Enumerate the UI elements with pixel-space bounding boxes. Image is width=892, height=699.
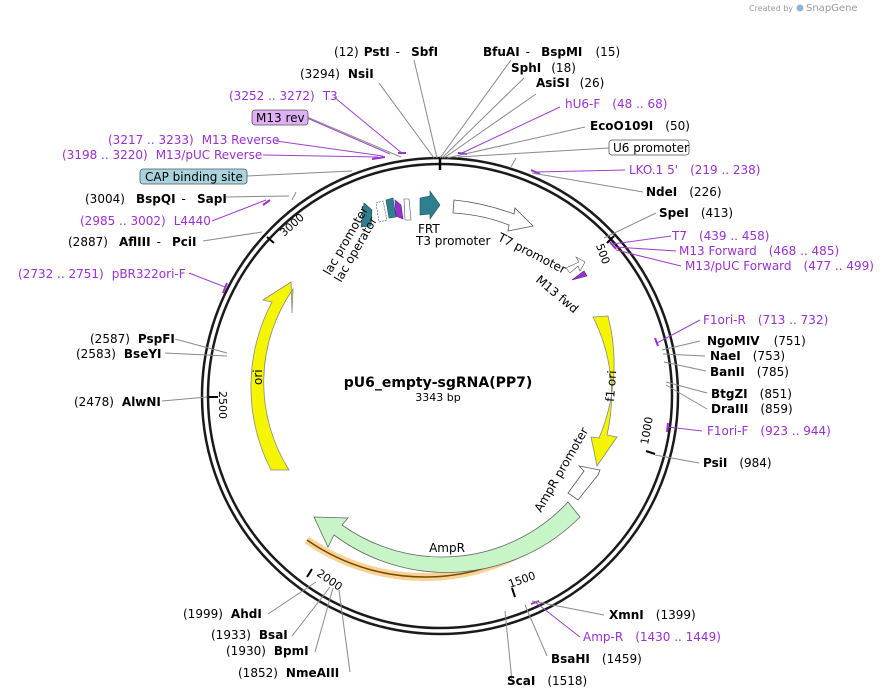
primer-lko1-5[interactable]: LKO.1 5'(219 .. 238) <box>629 163 761 177</box>
cap-binding-site-label[interactable]: CAP binding site <box>145 170 243 184</box>
primer-t3[interactable]: (3252 .. 3272)T3 <box>229 89 338 103</box>
primer-pbr322ori-f[interactable]: (2732 .. 2751)pBR322ori-F <box>18 267 186 281</box>
ori-arrow[interactable] <box>250 281 294 471</box>
plasmid-size: 3343 bp <box>415 391 460 404</box>
primer-labels: (3252 .. 3272)T3 (3217 .. 3233)M13 Rever… <box>18 89 874 644</box>
u6-promoter-box <box>608 139 690 156</box>
f1-ori-arrow[interactable] <box>590 315 618 467</box>
u6-promoter-label[interactable]: U6 promoter <box>613 141 689 155</box>
primer-hu6-f[interactable]: hU6-F(48 .. 68) <box>565 97 667 111</box>
m13-fwd-arrow[interactable] <box>571 270 588 281</box>
tick-label-2000: 2000 <box>314 567 344 594</box>
site-pstI-sbfI[interactable]: (12) PstI- SbfI <box>334 41 438 60</box>
site-aflIII-pciI[interactable]: (2887) AflIII- PciI <box>68 231 197 250</box>
cap-binding-site-box[interactable] <box>385 197 397 219</box>
primer-m13-forward[interactable]: M13 Forward(468 .. 485) <box>679 244 839 258</box>
primer-m13-puc-reverse[interactable]: (3198 .. 3220)M13/pUC Reverse <box>62 148 262 162</box>
site-speI[interactable]: SpeI(413) <box>659 206 733 220</box>
boxed-labels: M13 rev CAP binding site U6 promoter <box>139 109 690 185</box>
site-asiSI[interactable]: AsiSI(26) <box>536 76 604 90</box>
tick-1500 <box>511 587 516 598</box>
snapgene-credit: Created by SnapGene <box>749 3 858 14</box>
site-banII[interactable]: BanII(785) <box>710 365 789 379</box>
primer-f1ori-f[interactable]: F1ori-F(923 .. 944) <box>707 424 831 438</box>
tick-2000 <box>306 568 313 578</box>
site-alwNI[interactable]: (2478)AlwNI <box>74 395 161 409</box>
tick-label-3000: 3000 <box>277 211 307 239</box>
site-sphI[interactable]: SphI(18) <box>511 61 576 75</box>
tick-label-2500: 2500 <box>216 391 229 419</box>
restriction-sites: (12) PstI- SbfI BfuAI- BspMI (15) SphI(1… <box>68 41 806 688</box>
site-bsaI[interactable]: (1933)BsaI <box>211 628 288 642</box>
ampr-promoter-arrow[interactable] <box>567 465 601 501</box>
m13-rev-label[interactable]: M13 rev <box>256 111 305 125</box>
pbr322ori-f-mark <box>222 282 228 294</box>
site-btgZI[interactable]: BtgZI(851) <box>711 387 792 401</box>
t3-promoter-arrow[interactable] <box>403 198 412 221</box>
site-ngoMIV[interactable]: NgoMIV(751) <box>707 334 806 348</box>
primer-l4440[interactable]: (2985 .. 3002)L4440 <box>80 214 211 228</box>
site-bsaHI[interactable]: BsaHI(1459) <box>551 652 642 666</box>
m13-rev-box <box>251 109 309 126</box>
t7-promoter-arrow[interactable] <box>452 199 534 232</box>
site-naeI[interactable]: NaeI(753) <box>710 349 785 363</box>
site-bfuAI-bspMI[interactable]: BfuAI- BspMI (15) <box>483 41 620 60</box>
plasmid-name: pU6_empty-sgRNA(PP7) <box>344 375 533 391</box>
site-bpmI[interactable]: (1930)BpmI <box>226 644 309 658</box>
primer-f1ori-r[interactable]: F1ori-R(713 .. 732) <box>703 313 828 327</box>
tick-3000 <box>266 236 275 244</box>
credit-prefix: Created by <box>749 4 793 13</box>
site-ndeI[interactable]: NdeI(226) <box>646 185 722 199</box>
t7-promoter-label: T7 promoter <box>495 230 569 277</box>
site-xmnI[interactable]: XmnI(1399) <box>609 608 696 622</box>
f1-ori-label: f1 ori <box>603 370 619 402</box>
site-nsiI[interactable]: (3294)NsiI <box>300 67 374 81</box>
cap-binding-site-label-box <box>139 168 248 185</box>
primer-m13-puc-forward[interactable]: M13/pUC Forward(477 .. 499) <box>685 259 874 273</box>
lko1-mark <box>530 169 541 175</box>
site-bseYI[interactable]: (2583)BseYI <box>76 347 162 361</box>
t3-promoter-label: T3 promoter <box>415 234 491 248</box>
ampr-label: AmpR <box>429 541 465 555</box>
site-psiI[interactable]: PsiI(984) <box>703 456 772 470</box>
ampr-arrow[interactable] <box>313 501 581 573</box>
m13-rev-arrow[interactable] <box>394 199 404 220</box>
primer-t7[interactable]: T7(439 .. 458) <box>671 229 769 243</box>
frt-label: FRT <box>418 222 440 236</box>
primer-amp-r[interactable]: Amp-R(1430 .. 1449) <box>583 630 721 644</box>
tick-label-1000: 1000 <box>638 416 656 446</box>
site-ahdI[interactable]: (1999)AhdI <box>183 607 262 621</box>
tick-500 <box>606 235 615 244</box>
t7-mark <box>609 241 617 250</box>
lac-operator-box[interactable] <box>375 200 388 223</box>
site-bspQI-sapI[interactable]: (3004) BspQI- SapI <box>85 188 227 207</box>
m13-reverse-mark <box>371 156 386 160</box>
credit-brand: SnapGene <box>806 3 858 14</box>
leader-lines <box>161 59 708 682</box>
frt-arrow[interactable] <box>419 190 441 220</box>
tick-label-1500: 1500 <box>507 569 538 591</box>
tick-1000 <box>645 450 656 455</box>
site-draIII[interactable]: DraIII(859) <box>711 402 793 416</box>
f1ori-f-mark <box>666 422 669 433</box>
site-ecoO109I[interactable]: EcoO109I(50) <box>590 119 690 133</box>
site-pspFI[interactable]: (2587)PspFI <box>90 332 175 346</box>
f1ori-r-mark <box>654 337 659 347</box>
site-scaI[interactable]: ScaI(1518) <box>507 674 587 688</box>
tick-label-500: 500 <box>593 242 612 266</box>
snapgene-logo-icon <box>796 4 804 12</box>
site-nmeAIII[interactable]: (1852)NmeAIII <box>238 666 339 680</box>
lac-promoter-arrow[interactable] <box>360 202 373 228</box>
primer-m13-reverse[interactable]: (3217 .. 3233)M13 Reverse <box>108 133 279 147</box>
m13-fwd-outline-arrow <box>565 256 586 274</box>
ori-label: ori <box>251 369 265 385</box>
l4440-mark <box>262 199 271 206</box>
